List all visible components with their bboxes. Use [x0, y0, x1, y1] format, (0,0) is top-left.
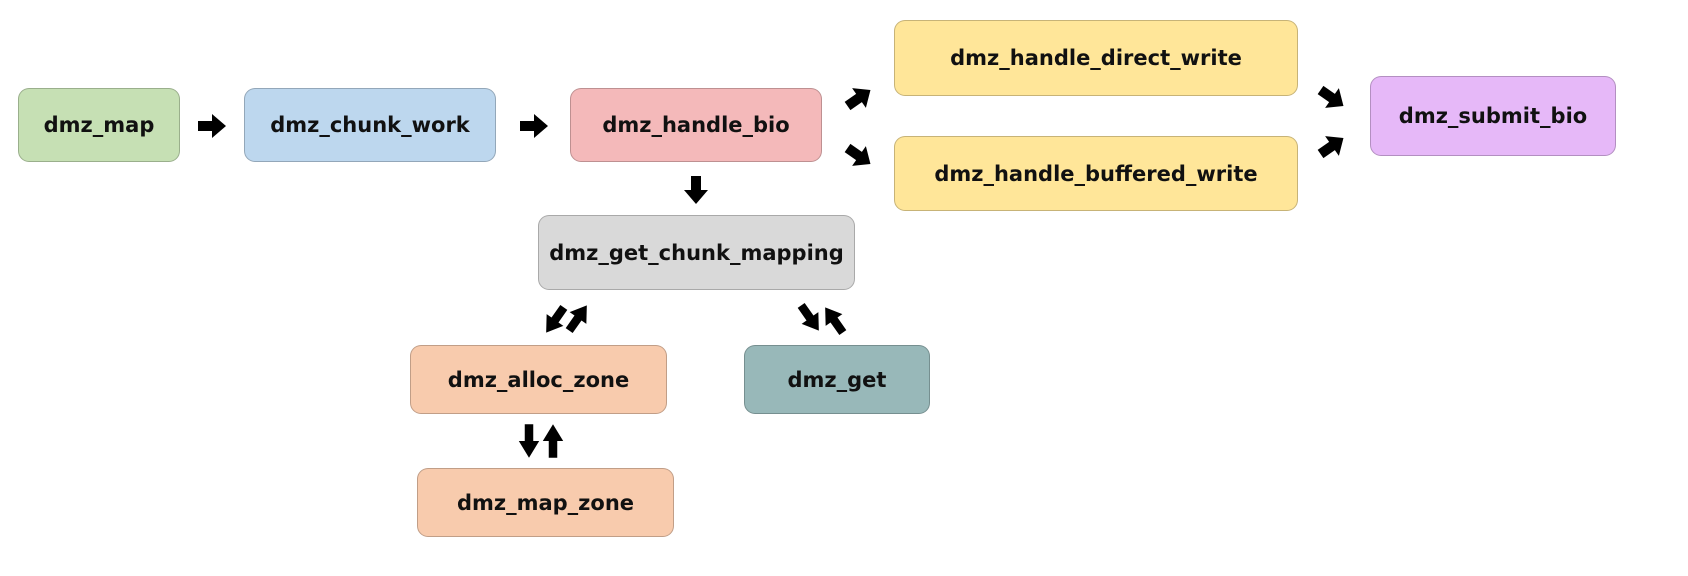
node-dmz-submit-bio: dmz_submit_bio	[1370, 76, 1616, 156]
arrow-alloc-zone-to-get-chunk-mapping	[560, 299, 596, 337]
arrow-get-to-get-chunk-mapping	[816, 301, 852, 339]
arrow-get-chunk-mapping-to-get	[792, 299, 828, 337]
arrow-handle-bio-to-get-chunk-mapping	[684, 176, 708, 204]
node-dmz-get-chunk-mapping: dmz_get_chunk_mapping	[538, 215, 855, 290]
arrow-alloc-zone-to-map-zone	[518, 424, 540, 458]
arrow-buffered-write-to-submit-bio	[1313, 128, 1351, 164]
node-dmz-handle-direct-write: dmz_handle_direct_write	[894, 20, 1298, 96]
node-dmz-handle-buffered-write: dmz_handle_buffered_write	[894, 136, 1298, 211]
node-dmz-chunk-work: dmz_chunk_work	[244, 88, 496, 162]
node-dmz-map: dmz_map	[18, 88, 180, 162]
node-dmz-alloc-zone: dmz_alloc_zone	[410, 345, 667, 414]
arrow-map-zone-to-alloc-zone	[542, 424, 564, 458]
arrow-direct-write-to-submit-bio	[1313, 80, 1351, 116]
arrow-map-to-chunk-work	[198, 114, 226, 138]
arrow-handle-bio-to-buffered-write	[840, 138, 878, 174]
node-dmz-get: dmz_get	[744, 345, 930, 414]
arrow-chunk-work-to-handle-bio	[520, 114, 548, 138]
arrow-handle-bio-to-direct-write	[840, 80, 878, 116]
node-dmz-map-zone: dmz_map_zone	[417, 468, 674, 537]
arrow-get-chunk-mapping-to-alloc-zone	[537, 301, 573, 339]
node-dmz-handle-bio: dmz_handle_bio	[570, 88, 822, 162]
